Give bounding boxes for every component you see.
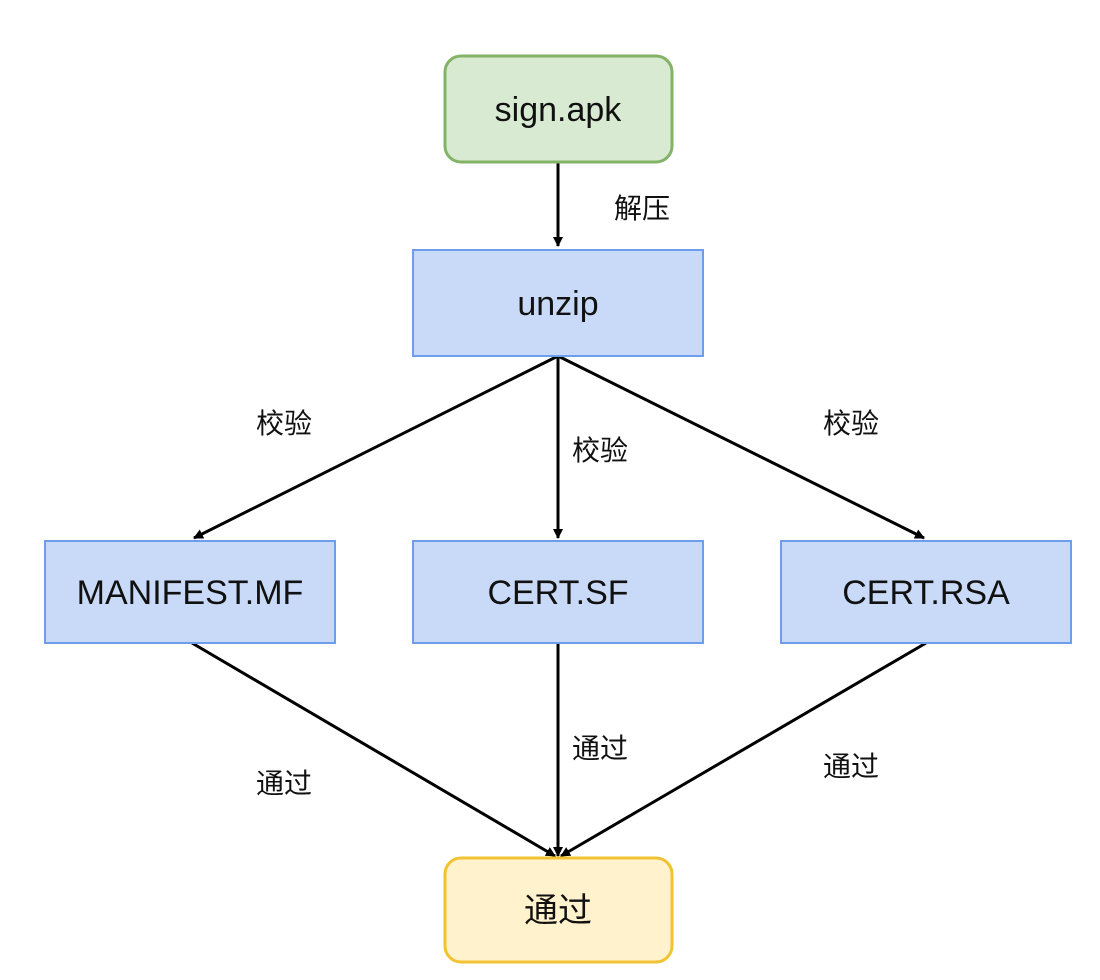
edges xyxy=(191,162,927,858)
edge-label-pass-right: 通过 xyxy=(823,750,879,783)
edge-labels: 解压 校验 校验 校验 通过 通过 通过 xyxy=(256,192,879,800)
node-unzip-box xyxy=(412,249,704,357)
edge-label-pass-center: 通过 xyxy=(572,732,628,765)
node-manifest-mf-label: MANIFEST.MF xyxy=(77,574,304,612)
edge-label-unpack: 解压 xyxy=(614,192,670,225)
node-pass: 通过 xyxy=(443,856,674,964)
node-cert-sf-label: CERT.SF xyxy=(487,574,628,612)
node-cert-rsa-label: CERT.RSA xyxy=(842,574,1010,612)
node-cert-sf-box xyxy=(412,540,704,644)
edge-label-verify-right: 校验 xyxy=(823,407,879,440)
node-sign-apk-box xyxy=(443,54,674,164)
node-manifest-mf-box xyxy=(44,540,336,644)
edge-label-pass-left: 通过 xyxy=(256,767,312,800)
node-sign-apk: sign.apk xyxy=(443,54,674,164)
edge-unzip-to-manifest xyxy=(193,354,559,540)
edge-unzip-to-cert-rsa xyxy=(557,354,925,540)
node-unzip: unzip xyxy=(412,249,704,357)
node-pass-box xyxy=(443,856,674,964)
edge-label-verify-left: 校验 xyxy=(256,407,312,440)
node-cert-rsa: CERT.RSA xyxy=(780,540,1072,644)
node-unzip-label: unzip xyxy=(517,285,598,323)
edge-label-verify-center: 校验 xyxy=(572,434,628,467)
node-cert-rsa-box xyxy=(780,540,1072,644)
node-sign-apk-label: sign.apk xyxy=(495,91,623,129)
node-manifest-mf: MANIFEST.MF xyxy=(44,540,336,644)
node-pass-label: 通过 xyxy=(524,892,592,930)
node-cert-sf: CERT.SF xyxy=(412,540,704,644)
edge-manifest-to-pass xyxy=(191,641,556,858)
edge-cert-rsa-to-pass xyxy=(560,641,927,858)
